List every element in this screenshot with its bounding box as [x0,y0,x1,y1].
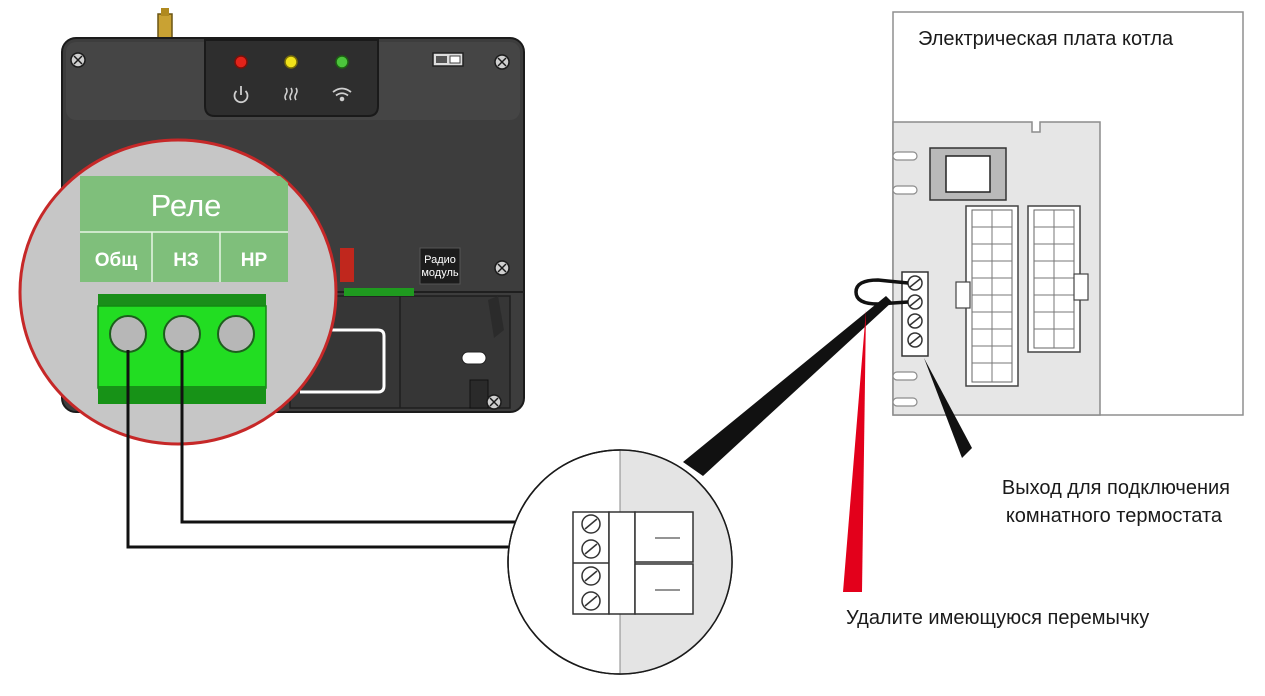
relay-screw-no [217,315,255,353]
boiler-board: Электрическая плата котла [854,11,1244,416]
relay-terminal-label-com: Общ [95,250,138,271]
led-panel [204,39,379,117]
led-red [234,55,248,69]
boiler-board-title: Электрическая плата котла [918,28,1174,50]
remove-jumper-label: Удалите имеющуюся перемычку [846,607,1149,629]
battery-icon [432,52,464,67]
wifi-icon [332,87,352,102]
relay-screw-com [109,315,147,353]
thermostat-output-pointer [924,358,972,458]
relay-terminal-label-no: НР [241,250,268,271]
zoom-pointer [683,296,892,476]
board-connector-left [955,205,1019,387]
led-yellow [284,55,298,69]
zoom-terminal-block [572,511,694,615]
led-green [335,55,349,69]
radio-module-label-2: модуль [421,267,459,279]
radio-module-label-1: Радио [424,254,456,266]
board-jumper [854,278,909,306]
relay-screw-nc [163,315,201,353]
relay-header [80,176,288,282]
relay-terminal-block [97,294,267,404]
board-connector-right [1027,205,1089,353]
thermostat-output-label-1: Выход для подключения [1002,477,1230,499]
thermostat-output-label-2: комнатного термостата [1006,505,1223,527]
relay-terminal-label-nc: НЗ [173,250,199,271]
thermostat-terminal [901,271,929,357]
relay-title: Реле [151,188,222,223]
wires [126,350,578,549]
terminal-zoom [507,449,733,675]
wire-com [126,350,578,549]
wire-nc [180,350,578,524]
heating-icon [284,87,298,101]
remove-jumper-pointer [843,310,866,592]
relay-magnifier: Реле Общ НЗ НР [18,138,338,446]
radio-module-tag [419,247,461,285]
power-icon [233,86,249,104]
